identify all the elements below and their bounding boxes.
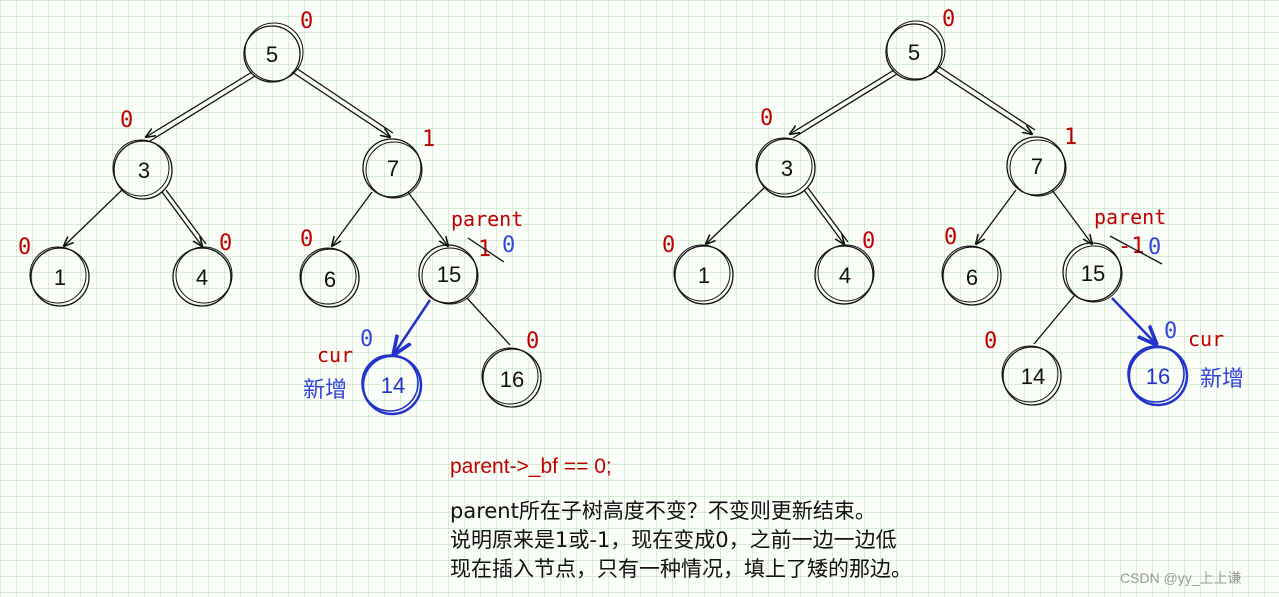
node-label: 4 [839, 263, 851, 288]
left-node-15: 15 [418, 244, 479, 305]
bf-label: 0 [662, 233, 675, 258]
edge-15-16 [466, 297, 511, 346]
edge-5-3 [790, 69, 895, 134]
edge-7-6 [332, 191, 373, 246]
right-node-14: 14 [1001, 345, 1062, 406]
node-label: 1 [698, 263, 710, 288]
cur-pointer-label: cur [1188, 327, 1224, 351]
bf-label: 0 [984, 329, 997, 354]
explanation-line: 现在插入节点，只有一种情况，填上了矮的那边。 [450, 557, 912, 581]
bf-new-label: 0 [502, 233, 515, 258]
bf-label: 0 [1164, 319, 1177, 344]
left-node-16: 16 [481, 347, 542, 408]
node-label: 7 [387, 156, 399, 181]
bf-label: 0 [526, 329, 539, 354]
node-label: 16 [500, 367, 524, 392]
edge-5-3 [146, 71, 253, 137]
node-label: 4 [196, 265, 208, 290]
edge-5-7 [291, 71, 390, 137]
bf-label: 0 [862, 229, 875, 254]
right-node-7: 7 [1006, 136, 1067, 197]
cur-pointer-label: cur [317, 343, 353, 367]
explanation-line: parent所在子树高度不变？不变则更新结束。 [450, 499, 876, 523]
bf-old-label: -1 [1118, 234, 1145, 259]
bf-label: 0 [942, 7, 955, 32]
strike-mark [1109, 235, 1163, 265]
left-tree-edges [64, 67, 511, 346]
edge-3-4-sketch [165, 189, 207, 245]
node-label: 5 [908, 40, 920, 65]
bf-label: 1 [422, 127, 435, 152]
bf-label: 1 [1064, 125, 1077, 150]
edge-7-15 [407, 191, 448, 246]
parent-pointer-label: parent [451, 207, 523, 231]
left-node-14-new: 14 [361, 354, 423, 416]
right-tree: 5 3 7 1 4 6 15 [662, 7, 1244, 407]
left-node-7: 7 [362, 138, 423, 199]
bf-label: 0 [360, 327, 373, 352]
node-label: 3 [781, 156, 793, 181]
node-label: 5 [266, 42, 278, 67]
edge-3-4-sketch [807, 187, 849, 243]
node-label: 15 [437, 262, 461, 287]
node-label: 6 [324, 267, 336, 292]
new-node-label: 新增 [1200, 367, 1244, 392]
right-node-4: 4 [814, 244, 875, 305]
right-node-1: 1 [673, 244, 734, 305]
edge-15-16-new [1111, 297, 1156, 344]
edge-5-7-sketch [295, 67, 394, 134]
bf-label: 0 [120, 108, 133, 133]
right-node-16-new: 16 [1127, 345, 1189, 407]
edge-7-15 [1051, 189, 1092, 244]
left-node-4: 4 [172, 246, 233, 307]
node-label: 1 [54, 265, 66, 290]
edge-15-14-new [394, 299, 432, 354]
node-label: 3 [138, 158, 150, 183]
right-node-5: 5 [885, 20, 946, 81]
condition-text: parent->_bf == 0; [450, 455, 612, 478]
edge-7-6 [976, 189, 1017, 244]
bf-label: 0 [300, 9, 313, 34]
bf-label: 0 [18, 235, 31, 260]
node-label: 7 [1031, 154, 1043, 179]
bf-new-label: 0 [1148, 235, 1161, 260]
right-tree-edges [706, 65, 1092, 345]
node-label: 16 [1146, 364, 1170, 389]
left-node-5: 5 [243, 22, 304, 83]
edge-3-1 [706, 187, 765, 244]
edge-5-7-sketch [937, 65, 1036, 131]
right-node-3: 3 [755, 137, 816, 198]
edge-15-14 [1033, 295, 1075, 345]
bf-label: 0 [300, 227, 313, 252]
left-node-1: 1 [29, 246, 90, 307]
edge-3-1 [64, 189, 123, 246]
bf-label: 0 [760, 106, 773, 131]
left-node-3: 3 [112, 139, 173, 200]
left-node-6: 6 [299, 247, 360, 308]
edge-3-4 [161, 191, 202, 246]
bf-label: 0 [219, 231, 232, 256]
edge-5-3-sketch [792, 73, 898, 139]
node-label: 14 [1021, 364, 1045, 389]
watermark: CSDN @yy_上上谦 [1120, 570, 1242, 586]
right-node-15: 15 [1062, 242, 1123, 303]
edge-5-3-sketch [149, 75, 256, 142]
explanation-line: 说明原来是1或-1，现在变成0，之前一边一边低 [450, 528, 897, 552]
node-label: 14 [381, 373, 405, 398]
right-node-6: 6 [941, 245, 1002, 306]
node-label: 15 [1081, 261, 1105, 286]
edge-3-4 [803, 189, 844, 244]
bf-label: 0 [944, 225, 957, 250]
new-node-label: 新增 [303, 378, 347, 403]
parent-pointer-label: parent [1094, 205, 1166, 229]
explanation-block: parent->_bf == 0; parent所在子树高度不变？不变则更新结束… [450, 452, 1070, 584]
left-tree: 5 3 7 1 4 6 15 [18, 9, 542, 416]
strike-mark [467, 237, 505, 263]
node-label: 6 [966, 265, 978, 290]
edge-5-7 [933, 69, 1032, 134]
